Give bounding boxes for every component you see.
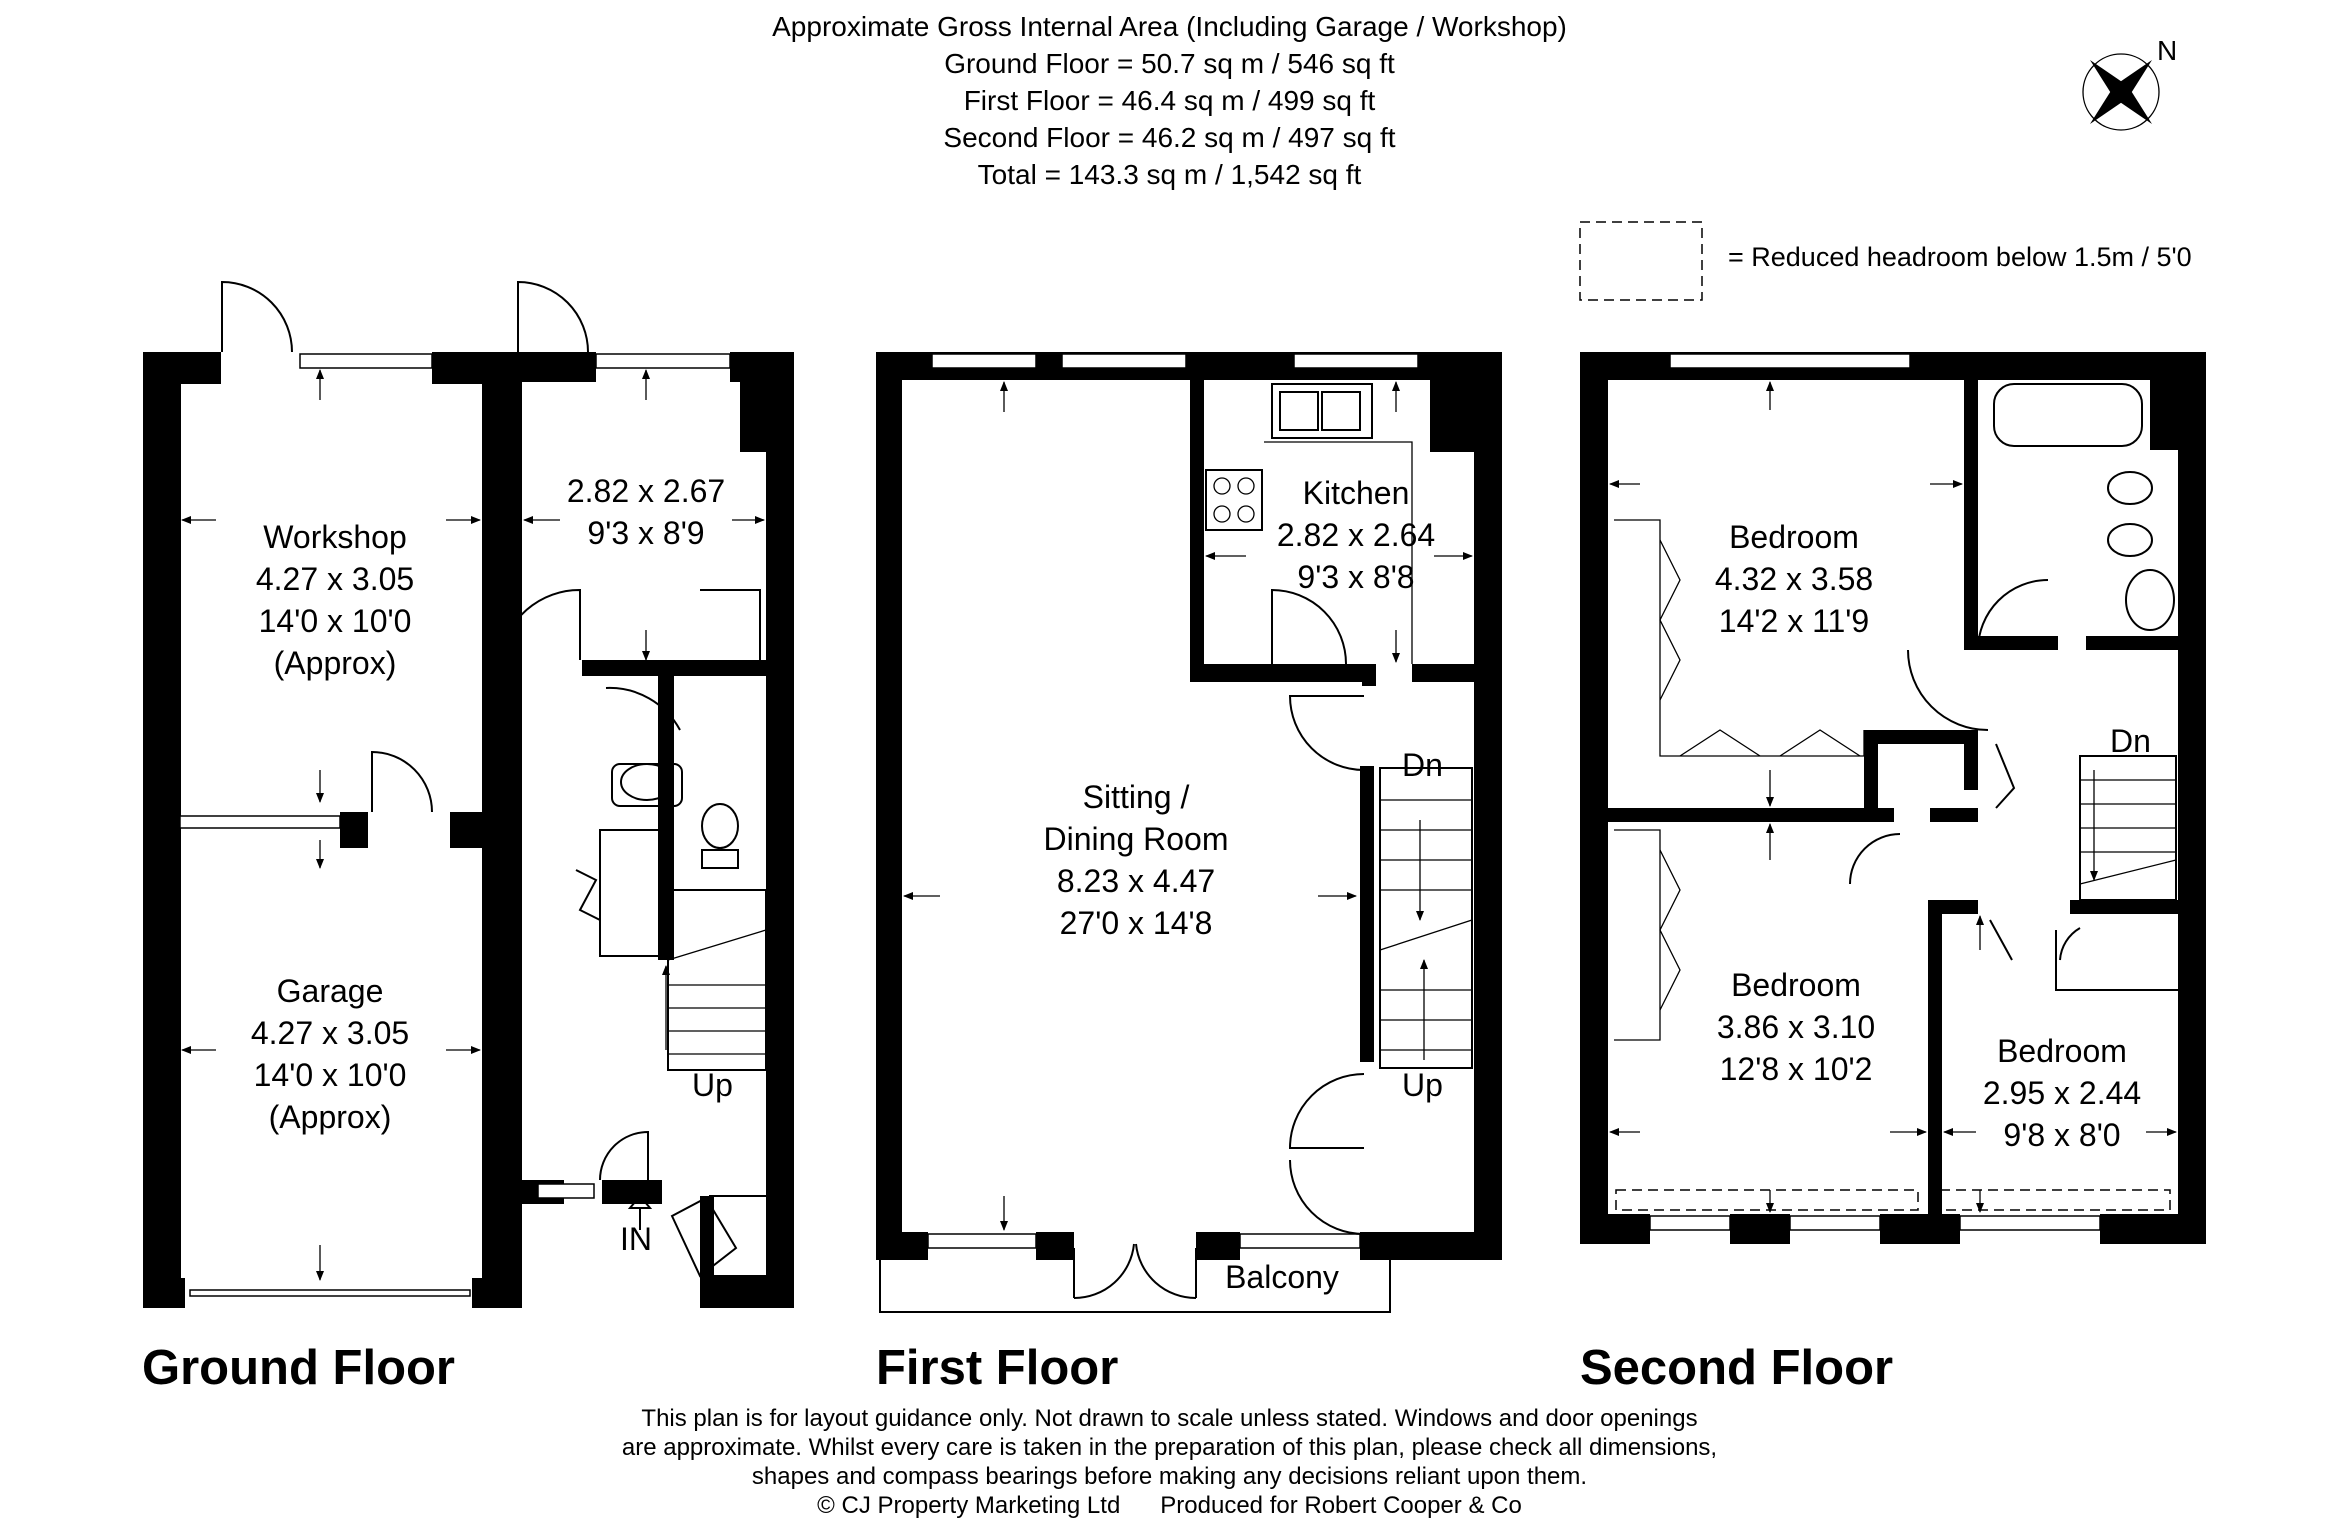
first-stairs-down-label: Dn <box>1402 747 1443 783</box>
bedroom2-imperial: 12'8 x 10'2 <box>1720 1051 1873 1087</box>
legend-label: = Reduced headroom below 1.5m / 5'0 <box>1728 242 2192 272</box>
bedroom3-metric: 2.95 x 2.44 <box>1983 1075 2141 1111</box>
first-floor-plan: Kitchen 2.82 x 2.64 9'3 x 8'8 Sitting / … <box>876 352 1502 1313</box>
sitting-metric: 8.23 x 4.47 <box>1057 863 1215 899</box>
sitting-name-line1: Sitting / <box>1083 779 1190 815</box>
balcony-label: Balcony <box>1225 1259 1339 1295</box>
ground-floor-area: Ground Floor = 50.7 sq m / 546 sq ft <box>944 48 1395 79</box>
disclaimer-line1: This plan is for layout guidance only. N… <box>641 1405 1698 1432</box>
back-room-imperial: 9'3 x 8'9 <box>587 515 704 551</box>
area-summary: Approximate Gross Internal Area (Includi… <box>0 8 2339 193</box>
garage-note: (Approx) <box>269 1099 392 1135</box>
bedroom1-imperial: 14'2 x 11'9 <box>1719 603 1869 639</box>
area-summary-title: Approximate Gross Internal Area (Includi… <box>772 11 1567 42</box>
garage-name: Garage <box>277 973 384 1009</box>
ground-floor-plan: Workshop 4.27 x 3.05 14'0 x 10'0 (Approx… <box>143 280 794 1308</box>
workshop-imperial: 14'0 x 10'0 <box>259 603 412 639</box>
workshop-name: Workshop <box>263 519 406 555</box>
compass-icon: N <box>2082 35 2177 131</box>
sitting-name-line2: Dining Room <box>1044 821 1229 857</box>
kitchen-metric: 2.82 x 2.64 <box>1277 517 1435 553</box>
kitchen-imperial: 9'3 x 8'8 <box>1297 559 1414 595</box>
second-floor-area: Second Floor = 46.2 sq m / 497 sq ft <box>943 122 1396 153</box>
north-label: N <box>2157 35 2177 66</box>
bedroom1-metric: 4.32 x 3.58 <box>1715 561 1873 597</box>
first-floor-title: First Floor <box>876 1341 1119 1395</box>
bedroom3-name: Bedroom <box>1997 1033 2127 1069</box>
workshop-note: (Approx) <box>274 645 397 681</box>
bedroom3-imperial: 9'8 x 8'0 <box>2003 1117 2120 1153</box>
bedroom2-name: Bedroom <box>1731 967 1861 1003</box>
first-floor-area: First Floor = 46.4 sq m / 499 sq ft <box>963 85 1376 116</box>
disclaimer-line2: are approximate. Whilst every care is ta… <box>621 1434 1718 1461</box>
disclaimer-line4: © CJ Property Marketing Ltd Produced for… <box>817 1492 1522 1519</box>
kitchen-name: Kitchen <box>1303 475 1410 511</box>
ground-stairs-up-label: Up <box>692 1067 733 1103</box>
workshop-metric: 4.27 x 3.05 <box>256 561 414 597</box>
disclaimer: This plan is for layout guidance only. N… <box>0 1404 2339 1520</box>
bedroom2-metric: 3.86 x 3.10 <box>1717 1009 1875 1045</box>
garage-metric: 4.27 x 3.05 <box>251 1015 409 1051</box>
sitting-imperial: 27'0 x 14'8 <box>1060 905 1213 941</box>
disclaimer-line3: shapes and compass bearings before makin… <box>751 1463 1588 1490</box>
total-area: Total = 143.3 sq m / 1,542 sq ft <box>977 159 1362 190</box>
reduced-headroom-legend-box <box>1579 221 1703 301</box>
second-floor-plan: Bedroom 4.32 x 3.58 14'2 x 11'9 Bedroom … <box>1580 352 2206 1244</box>
ground-floor-title: Ground Floor <box>142 1341 455 1395</box>
first-stairs-up-label: Up <box>1402 1067 1443 1103</box>
back-room-metric: 2.82 x 2.67 <box>567 473 725 509</box>
garage-imperial: 14'0 x 10'0 <box>254 1057 407 1093</box>
second-floor-title: Second Floor <box>1580 1341 1894 1395</box>
bedroom1-name: Bedroom <box>1729 519 1859 555</box>
second-stairs-down-label: Dn <box>2110 723 2151 759</box>
entrance-label: IN <box>620 1221 652 1257</box>
